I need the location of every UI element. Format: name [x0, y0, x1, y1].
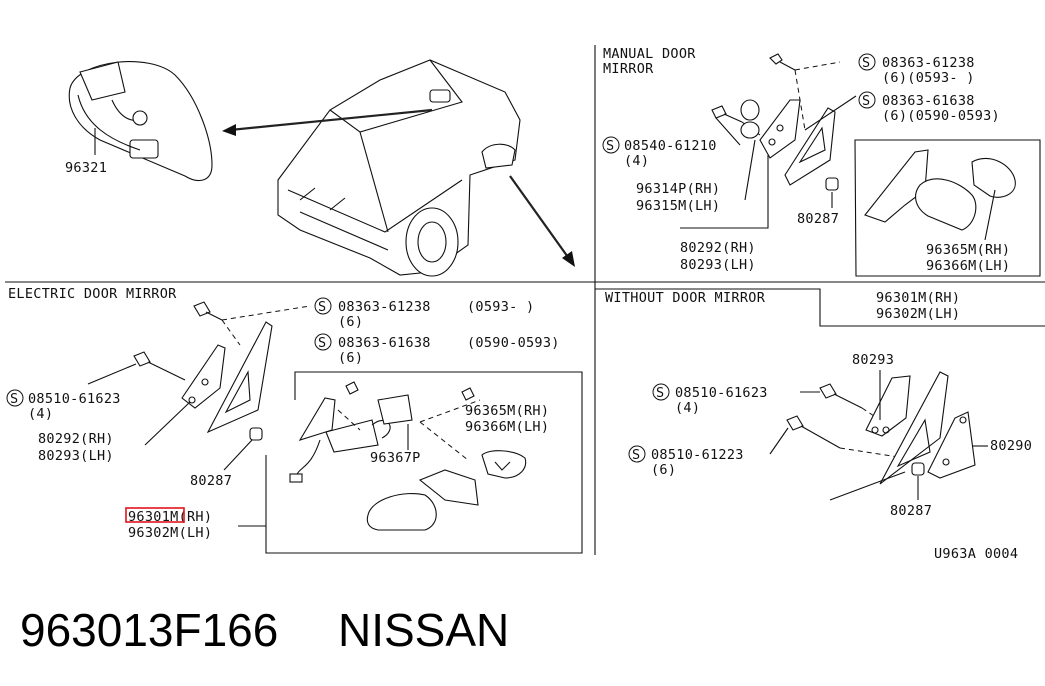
without-screw-2-part: 08510-61223: [651, 447, 744, 463]
svg-text:S: S: [318, 299, 326, 315]
electric-screw-2-qty: (6): [338, 350, 363, 366]
footer-part-number: 963013F166: [20, 604, 278, 656]
without-screw-symbol-2: S: [628, 445, 646, 463]
without-grommet: 80287: [890, 503, 932, 519]
highlighted-part-box: [125, 507, 185, 523]
manual-screw-2-qty: (6)(0590-0593): [882, 108, 1000, 124]
manual-screw-1-qty: (6)(0593- ): [882, 70, 975, 86]
leader-electric-screw-3: [87, 363, 137, 385]
manual-screw-3-part: 08540-61210: [624, 138, 717, 154]
pointer-arrows: [222, 108, 575, 267]
electric-screw-3-qty: (4): [28, 406, 53, 422]
without-screw-2-qty: (6): [651, 462, 676, 478]
electric-mirror-rh: 96301M(RH): [128, 509, 212, 525]
electric-screw-symbol-1: S: [314, 297, 332, 315]
leader-manual-cover: [744, 139, 756, 201]
electric-screw-2-part: 08363-61638: [338, 335, 431, 351]
svg-text:S: S: [862, 55, 870, 71]
manual-screw-symbol-3: S: [602, 136, 620, 154]
electric-screw-symbol-3: S: [6, 389, 24, 407]
electric-screw-1-part: 08363-61238: [338, 299, 431, 315]
section-dividers: [5, 45, 1045, 555]
electric-bracket-lh: 80293(LH): [38, 448, 114, 464]
without-bracket: 80293: [852, 352, 894, 368]
manual-mirror-lh: 96302M(LH): [876, 306, 960, 322]
without-section-title: WITHOUT DOOR MIRROR: [605, 290, 766, 306]
diagram-reference-code: U963A 0004: [934, 546, 1018, 562]
manual-bracket-rh: 80292(RH): [680, 240, 756, 256]
manual-cover-rh: 96314P(RH): [636, 181, 720, 197]
footer-brand: NISSAN: [338, 604, 509, 656]
manual-mirror-rh: 96301M(RH): [876, 290, 960, 306]
manual-section-title-line2: MIRROR: [603, 61, 654, 77]
electric-screw-1-date: (0593- ): [467, 299, 534, 315]
electric-bracket-rh: 80292(RH): [38, 431, 114, 447]
electric-glass-lh: 96366M(LH): [465, 419, 549, 435]
electric-glass-rh: 96365M(RH): [465, 403, 549, 419]
inner-mirror-part-number: 96321: [65, 160, 107, 176]
electric-screw-3-part: 08510-61623: [28, 391, 121, 407]
car-drawing: [277, 59, 521, 277]
svg-text:S: S: [862, 93, 870, 109]
manual-glass-lh: 96366M(LH): [926, 258, 1010, 274]
svg-text:S: S: [318, 335, 326, 351]
leader-manual-screw-3: [715, 117, 741, 146]
manual-screw-2-part: 08363-61638: [882, 93, 975, 109]
manual-bracket-lh: 80293(LH): [680, 257, 756, 273]
without-screw-1-qty: (4): [675, 400, 700, 416]
manual-screw-1-part: 08363-61238: [882, 55, 975, 71]
electric-screw-2-date: (0590-0593): [467, 335, 560, 351]
electric-section-title: ELECTRIC DOOR MIRROR: [8, 286, 177, 302]
manual-screw-3-qty: (4): [624, 153, 649, 169]
electric-screw-1-qty: (6): [338, 314, 363, 330]
manual-mirror-drawing: [711, 53, 1041, 277]
manual-screw-symbol-1: S: [858, 53, 876, 71]
electric-grommet: 80287: [190, 473, 232, 489]
leader-electric-grommet: [223, 439, 253, 471]
without-screw-1-part: 08510-61623: [675, 385, 768, 401]
manual-grommet: 80287: [797, 211, 839, 227]
electric-screw-symbol-2: S: [314, 333, 332, 351]
leader-manual-bracket: [680, 155, 769, 229]
manual-screw-symbol-2: S: [858, 91, 876, 109]
svg-text:S: S: [606, 138, 614, 154]
without-cover: 80290: [990, 438, 1032, 454]
without-screw-symbol-1: S: [652, 383, 670, 401]
manual-glass-rh: 96365M(RH): [926, 242, 1010, 258]
leader-without-screw-2: [769, 427, 789, 455]
manual-section-title-line1: MANUAL DOOR: [603, 46, 696, 62]
svg-text:S: S: [10, 391, 18, 407]
electric-actuator: 96367P: [370, 450, 421, 466]
without-mirror-drawing: [786, 371, 976, 501]
svg-text:S: S: [632, 447, 640, 463]
leader-electric-bracket: [144, 401, 191, 446]
manual-cover-lh: 96315M(LH): [636, 198, 720, 214]
electric-mirror-drawing: [133, 301, 583, 554]
svg-text:S: S: [656, 385, 664, 401]
inner-mirror-drawing: [68, 61, 213, 182]
electric-mirror-lh: 96302M(LH): [128, 525, 212, 541]
